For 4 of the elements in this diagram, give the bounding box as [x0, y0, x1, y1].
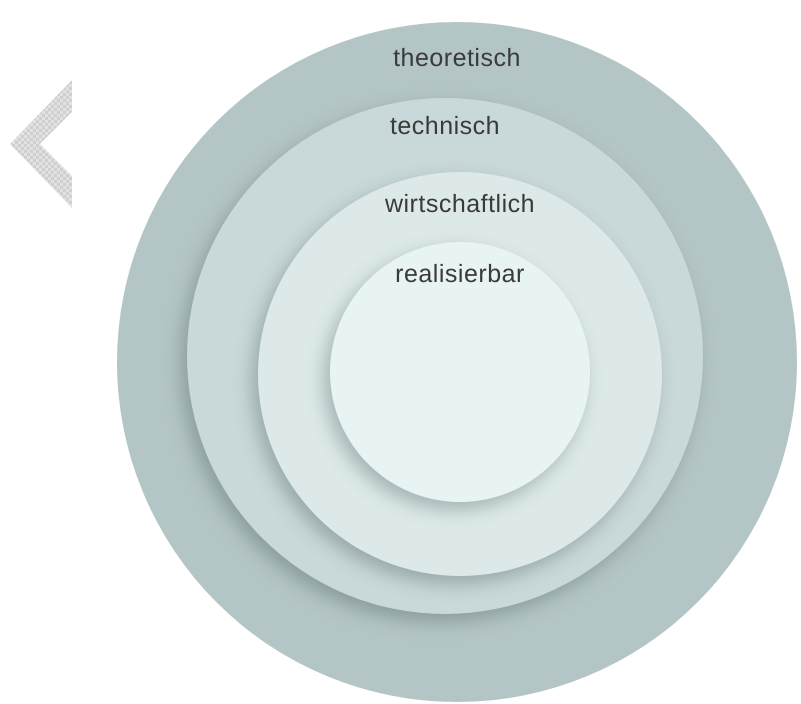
- ring-label: technisch: [390, 112, 500, 141]
- ring-label: realisierbar: [395, 260, 525, 289]
- ring-label: theoretisch: [393, 44, 521, 73]
- ring-label: wirtschaftlich: [384, 190, 536, 219]
